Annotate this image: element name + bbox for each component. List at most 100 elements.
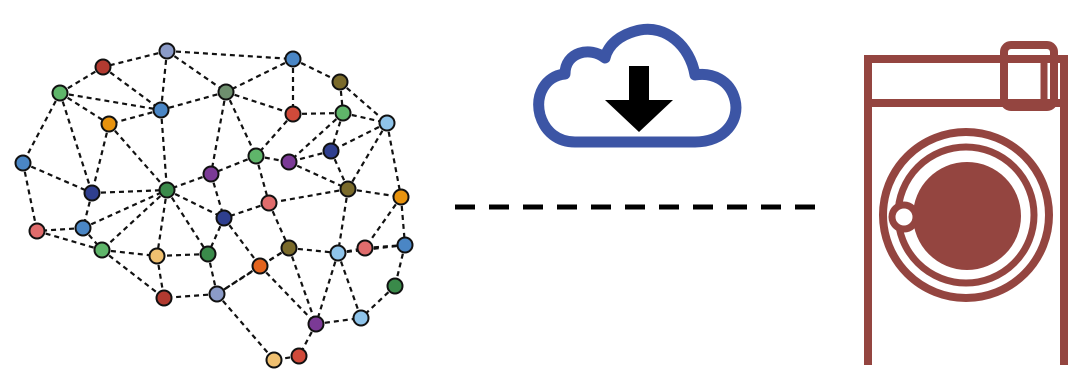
network-edge	[206, 217, 226, 255]
network-node	[280, 153, 298, 171]
network-node	[329, 244, 347, 262]
network-edge	[225, 91, 257, 157]
network-edge	[216, 293, 275, 361]
network-edge	[166, 49, 294, 61]
network-edge	[259, 265, 317, 325]
network-edge	[336, 252, 363, 319]
network-node	[93, 241, 111, 259]
network-edge	[108, 123, 168, 191]
network-edge	[59, 92, 110, 125]
network-node	[83, 184, 101, 202]
brain-network-edges	[21, 49, 407, 362]
network-edge	[329, 150, 350, 190]
network-edge	[287, 247, 318, 325]
network-edge	[21, 162, 39, 232]
network-node	[74, 219, 92, 237]
network-edge	[364, 243, 406, 250]
network-edge	[255, 113, 294, 157]
network-node	[378, 114, 396, 132]
network-edge	[364, 196, 402, 249]
network-node	[215, 209, 233, 227]
network-edge	[101, 249, 165, 299]
brain-network-icon	[14, 42, 414, 369]
network-edge	[58, 92, 94, 194]
network-node	[352, 309, 370, 327]
network-node	[251, 257, 269, 275]
network-edge	[206, 253, 219, 295]
network-node	[334, 104, 352, 122]
cloud-icon	[533, 23, 742, 148]
network-edge	[347, 122, 388, 190]
network-node	[100, 115, 118, 133]
network-edge	[82, 188, 168, 230]
network-edge	[159, 50, 169, 111]
network-node	[265, 351, 283, 369]
network-node	[158, 181, 176, 199]
network-node	[284, 105, 302, 123]
network-node	[155, 289, 173, 307]
brain-network-nodes	[14, 42, 414, 369]
network-node	[386, 277, 404, 295]
network-node	[396, 236, 414, 254]
network-edge	[314, 252, 340, 325]
network-node	[14, 154, 32, 172]
network-edge	[166, 50, 227, 93]
network-edge	[160, 90, 227, 112]
network-node	[322, 142, 340, 160]
network-edge	[155, 255, 166, 299]
network-node	[51, 84, 69, 102]
network-edge	[22, 92, 61, 164]
network-edge	[339, 81, 388, 124]
network-edge	[166, 189, 209, 255]
network-node	[331, 73, 349, 91]
network-edge	[101, 189, 168, 251]
network-edge	[225, 90, 294, 116]
network-edge	[155, 189, 169, 257]
network-edge	[90, 123, 111, 194]
network-node	[202, 165, 220, 183]
network-edge	[159, 109, 169, 191]
washing-machine-icon	[864, 41, 1068, 365]
download-arrow-icon	[605, 66, 673, 132]
network-edge	[22, 161, 93, 195]
network-edge	[288, 112, 344, 163]
network-node	[290, 347, 308, 365]
network-edge	[385, 122, 403, 198]
network-edge	[336, 188, 350, 254]
network-node	[158, 42, 176, 60]
machine-body	[864, 55, 1068, 365]
network-edge	[101, 248, 158, 258]
machine-door-handle	[888, 201, 920, 233]
network-edge	[102, 66, 162, 111]
network-edge	[393, 244, 407, 287]
network-edge	[102, 49, 168, 69]
network-node	[284, 50, 302, 68]
network-node	[260, 194, 278, 212]
network-node	[280, 239, 298, 257]
machine-drum	[913, 162, 1021, 270]
network-edge	[288, 160, 349, 191]
network-edge	[329, 112, 345, 152]
network-node	[28, 222, 46, 240]
network-node	[392, 188, 410, 206]
network-node	[307, 315, 325, 333]
network-node	[199, 245, 217, 263]
machine-door-outer-ring	[879, 128, 1053, 302]
network-edge	[268, 187, 349, 205]
network-node	[217, 83, 235, 101]
network-node	[152, 101, 170, 119]
network-edge	[209, 91, 228, 175]
network-node	[148, 247, 166, 265]
network-node	[247, 147, 265, 165]
network-edge	[36, 229, 103, 252]
machine-knob	[1000, 41, 1058, 111]
network-node	[356, 239, 374, 257]
network-node	[94, 58, 112, 76]
network-edge	[166, 189, 225, 219]
network-edge	[223, 217, 261, 267]
network-edge	[91, 188, 168, 195]
cloud-download-icon	[533, 23, 742, 148]
network-edge	[330, 122, 388, 152]
network-edge	[225, 58, 294, 93]
